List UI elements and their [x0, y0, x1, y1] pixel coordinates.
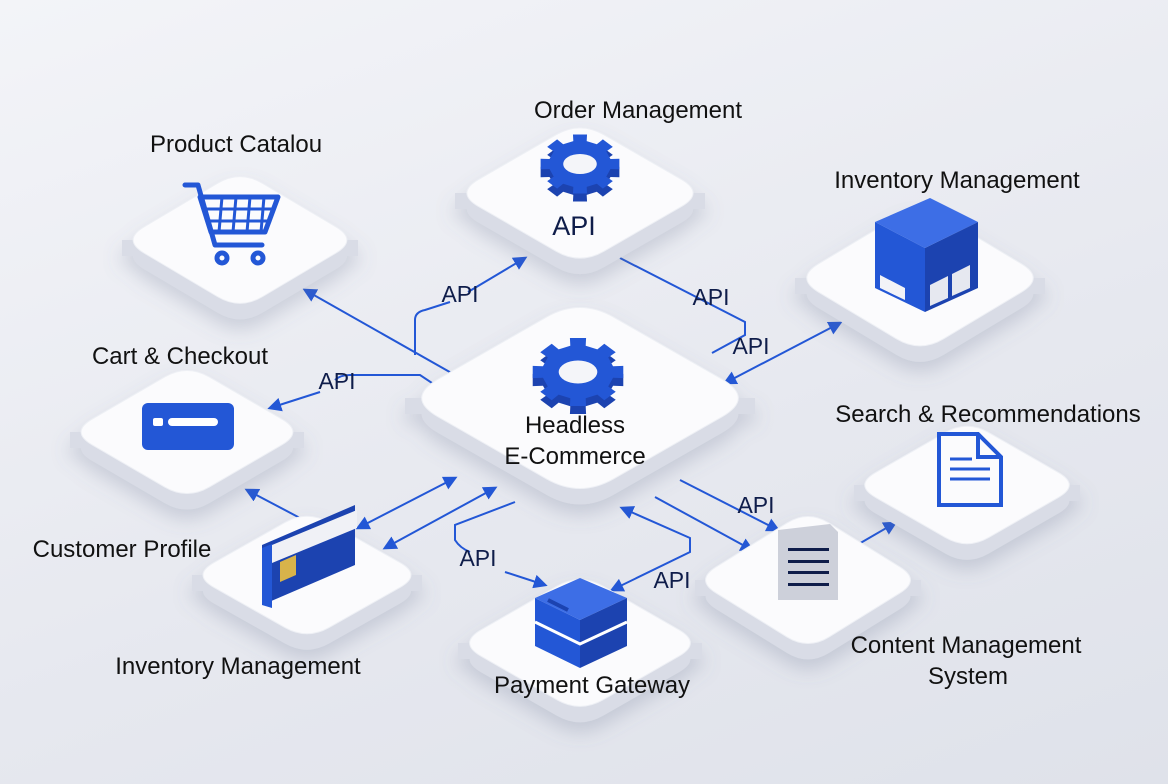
label-inventory-management-top: Inventory Management: [834, 167, 1080, 194]
cart-grid: [245, 195, 252, 234]
api-label: API: [459, 545, 496, 571]
label-order-management: Order Management: [534, 97, 742, 124]
cart-grid: [203, 207, 276, 223]
box-top: [535, 578, 627, 620]
cart-grid: [231, 195, 238, 234]
shopping-cart-icon: [182, 182, 281, 266]
tile-product-catalog: [122, 176, 358, 320]
label-product-catalog: Product Catalou: [150, 131, 322, 158]
connector-arrow: [654, 496, 755, 552]
label-customer-profile: Customer Profile: [33, 536, 212, 563]
connections: [244, 256, 898, 592]
connector-arrow: [414, 301, 451, 355]
api-label: API: [732, 333, 769, 359]
api-label: API: [318, 368, 355, 394]
wh-door: [880, 275, 905, 300]
label-cart-checkout: Cart & Checkout: [92, 343, 268, 370]
api-label: API: [692, 284, 729, 310]
center-gear-icon: [532, 338, 624, 414]
wallet-icon: [262, 505, 357, 608]
connector-arrow: [609, 506, 691, 592]
label-search-recommendations: Search & Recommendations: [835, 401, 1140, 428]
box-line: [534, 620, 628, 646]
wallet-edge: [262, 544, 272, 608]
tile-headless-center: [405, 307, 755, 505]
card-dot: [153, 418, 163, 426]
payment-box-icon: [534, 578, 628, 668]
cms-line: [788, 583, 829, 586]
cms-line: [788, 571, 829, 574]
box-slot: [547, 598, 569, 612]
tile-top: [864, 425, 1070, 545]
connector-arrow: [334, 374, 436, 386]
wallet-chip: [280, 555, 296, 582]
doc-outline: [937, 432, 1003, 507]
gear-hole: [558, 360, 598, 384]
connector-arrow: [355, 476, 458, 530]
cart-grid: [217, 195, 224, 234]
api-label: API: [653, 567, 690, 593]
doc-lines: [950, 457, 990, 481]
label-cms-line2: System: [928, 663, 1008, 690]
api-label: API: [441, 281, 478, 307]
connector-arrow: [382, 486, 498, 550]
label-cms-line1: Content Management: [851, 632, 1082, 659]
label-payment-gateway: Payment Gateway: [494, 672, 690, 699]
label-center-line2: E-Commerce: [504, 443, 645, 470]
card-stripe: [168, 418, 218, 426]
connector-arrow: [722, 321, 843, 385]
api-label: API: [737, 492, 774, 518]
tile-search: [854, 425, 1080, 560]
order-gear-icon: [540, 134, 620, 202]
gear-hole: [563, 154, 597, 174]
connector-arrow: [267, 391, 321, 412]
cart-wheel: [214, 250, 230, 266]
wallet-card: [272, 510, 357, 563]
icons: [142, 134, 1003, 668]
connector-arrow: [504, 571, 548, 589]
card-body: [142, 403, 234, 450]
tile-top: [132, 176, 348, 304]
cart-wheel: [250, 250, 266, 266]
wh-roof: [875, 198, 978, 248]
cms-line: [788, 548, 829, 551]
cart-grid: [259, 195, 266, 234]
label-center-line1: Headless: [525, 412, 625, 439]
connector-arrow: [856, 521, 898, 546]
wh-doors: [930, 265, 970, 306]
connector-arrow: [302, 288, 456, 376]
connector-arrow: [467, 256, 528, 293]
credit-card-icon: [142, 403, 234, 450]
doc-fold: [976, 434, 1001, 459]
cms-document-icon: [778, 524, 838, 600]
cms-line: [788, 560, 829, 563]
order-api-label: API: [552, 211, 596, 241]
warehouse-icon: [875, 198, 978, 312]
connector-arrow: [454, 501, 516, 553]
label-inventory-management-bottom: Inventory Management: [115, 653, 361, 680]
document-icon: [937, 432, 1003, 507]
connector-arrow: [244, 488, 301, 519]
connector-arrow: [679, 479, 781, 532]
